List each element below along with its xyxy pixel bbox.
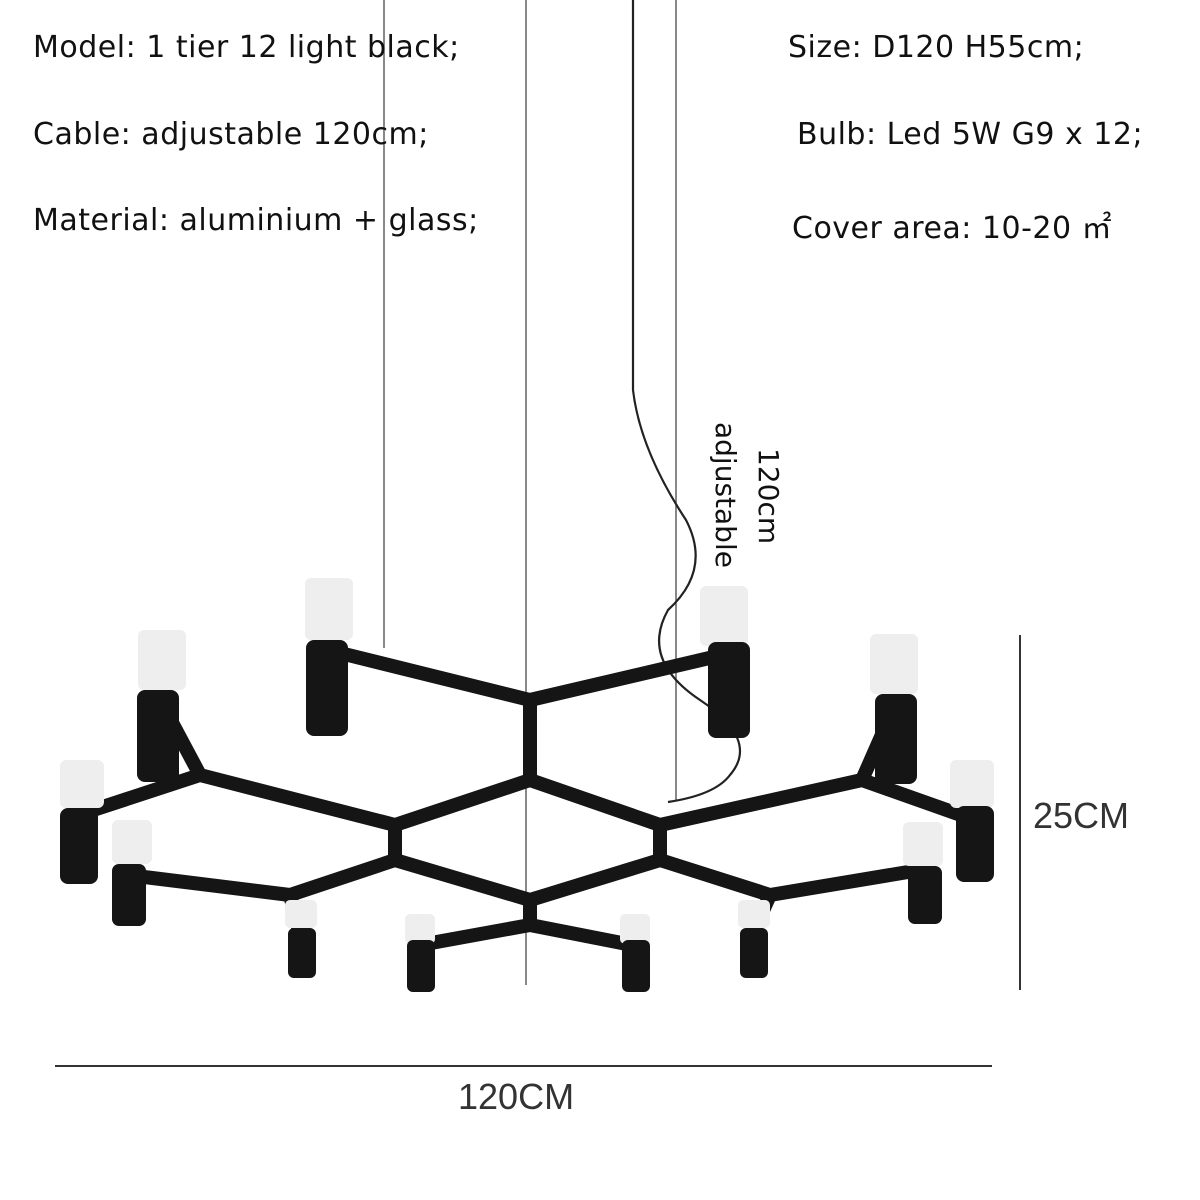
lamp-2 [700, 586, 750, 738]
bulb-spec: Bulb: Led 5W G9 x 12; [797, 117, 1144, 152]
model-spec: Model: 1 tier 12 light black; [33, 30, 460, 65]
lamp-5 [60, 760, 104, 884]
lamp-10 [738, 900, 770, 978]
width-dimension-label: 120CM [458, 1076, 575, 1117]
cable-length-label: 120cm [752, 448, 785, 545]
lamp-8 [903, 822, 943, 924]
cable-adjustable-label: adjustable [709, 422, 742, 568]
cable-spec: Cable: adjustable 120cm; [33, 117, 429, 152]
material-spec: Material: aluminium + glass; [33, 203, 479, 238]
power-cable [631, 0, 742, 804]
lamp-4 [870, 634, 918, 784]
lamp-1 [305, 578, 353, 736]
lamp-11 [405, 914, 435, 992]
lamp-12 [620, 914, 650, 992]
height-dimension-label: 25CM [1033, 795, 1130, 836]
cover-area-spec: Cover area: 10-20 ㎡ [792, 211, 1113, 246]
size-spec: Size: D120 H55cm; [788, 30, 1085, 65]
lamp-6 [950, 760, 994, 882]
lamp-7 [112, 820, 152, 926]
lamp-heads [60, 578, 994, 992]
lamp-3 [137, 630, 186, 782]
lamp-9 [285, 900, 317, 978]
